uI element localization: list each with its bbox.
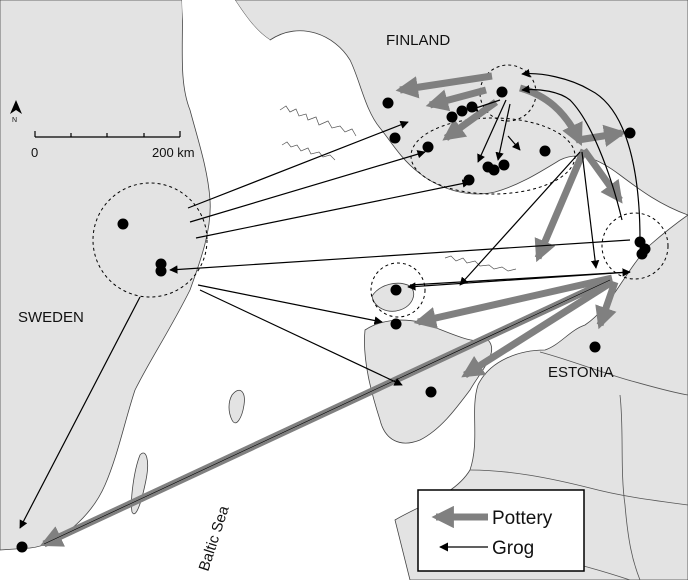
grog-arrow xyxy=(581,151,600,269)
site-dot xyxy=(496,86,508,98)
site-dot xyxy=(539,145,551,157)
legend: Pottery Grog xyxy=(417,489,585,572)
site-dot xyxy=(624,127,636,139)
svg-text:N: N xyxy=(12,117,17,124)
pottery-arrow xyxy=(461,279,614,378)
grog-arrow xyxy=(495,103,511,161)
grog-arrow xyxy=(187,120,409,209)
site-dot xyxy=(390,284,402,296)
site-dot xyxy=(589,341,601,353)
country-border-4 xyxy=(619,394,641,581)
sites xyxy=(16,86,651,553)
site-dot xyxy=(463,174,475,186)
pottery-arrow xyxy=(595,280,619,330)
site-dot xyxy=(382,97,394,109)
site-dot xyxy=(117,218,129,230)
grog-arrow xyxy=(507,135,521,151)
pottery-arrow xyxy=(442,99,499,141)
grog-arrow xyxy=(459,151,581,286)
pottery-arrow xyxy=(534,148,588,263)
site-dot xyxy=(422,141,434,153)
archipelago-coast-3 xyxy=(444,255,517,272)
grog-arrow xyxy=(195,179,471,239)
country-border-2 xyxy=(469,469,688,506)
site-dot xyxy=(16,541,28,553)
grog-arrow xyxy=(169,239,631,274)
site-dot xyxy=(488,164,500,176)
cluster-circle-sweden xyxy=(92,182,208,298)
grog-arrow xyxy=(189,150,426,223)
pottery-arrow xyxy=(413,274,613,329)
scale-start-label: 0 xyxy=(31,145,38,160)
grog-arrow xyxy=(521,68,641,241)
site-dot xyxy=(636,248,648,260)
archipelago-coast xyxy=(279,105,357,137)
grog-arrow xyxy=(19,296,141,529)
grog-arrow xyxy=(407,271,631,291)
site-dot xyxy=(446,111,458,123)
site-dot xyxy=(466,101,478,113)
gotland-island xyxy=(228,389,245,424)
cluster-circle-saaremaa xyxy=(370,262,426,318)
grog-arrow xyxy=(199,289,403,386)
site-dot xyxy=(456,105,468,117)
pottery-arrow xyxy=(577,124,627,147)
grog-arrow xyxy=(197,284,383,325)
label-estonia: ESTONIA xyxy=(548,364,614,381)
legend-grog-label: Grog xyxy=(492,538,534,559)
grog-arrow xyxy=(477,99,507,163)
site-dot xyxy=(389,132,401,144)
archipelago-coast-2 xyxy=(281,141,336,161)
label-finland: FINLAND xyxy=(386,32,450,49)
site-dot xyxy=(425,386,437,398)
scale-bar xyxy=(34,131,181,138)
site-dot xyxy=(155,265,167,277)
legend-pottery-label: Pottery xyxy=(492,508,553,529)
site-dot xyxy=(390,318,402,330)
bothnia-sea xyxy=(182,0,270,140)
scale-end-label: 200 km xyxy=(152,145,195,160)
north-arrow-icon: N xyxy=(10,100,22,124)
grog-arrow xyxy=(521,84,623,221)
pottery-arrow xyxy=(425,86,487,112)
site-dot xyxy=(498,159,510,171)
pottery-arrow xyxy=(395,72,493,99)
label-sweden: SWEDEN xyxy=(18,309,84,326)
pottery-arrow-outline xyxy=(43,279,611,545)
grog-arrows xyxy=(19,68,641,529)
country-border xyxy=(539,351,688,396)
cluster-circle-estonia xyxy=(601,212,669,280)
saaremaa-island xyxy=(371,282,414,312)
